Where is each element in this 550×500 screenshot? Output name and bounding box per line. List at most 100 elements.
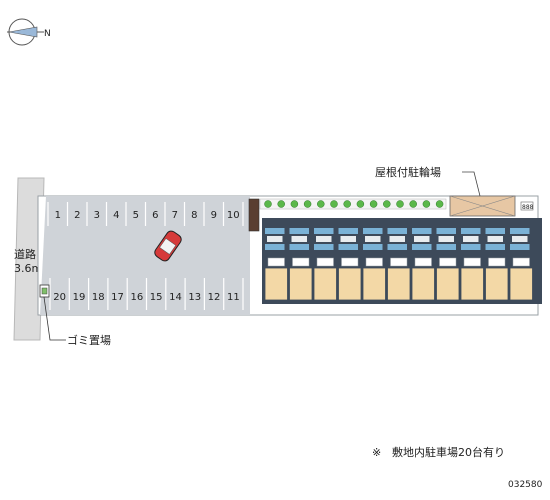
parking-stall-number: 11 <box>227 292 240 303</box>
parking-stall-number: 8 <box>191 210 197 221</box>
shrub-icon <box>356 200 365 208</box>
balcony <box>387 244 407 250</box>
road-width: 3.6m <box>14 262 42 275</box>
parking-stall-number: 17 <box>111 292 124 303</box>
shrub-icon <box>369 200 378 208</box>
shrub-icon <box>264 200 272 208</box>
unit-room <box>267 257 285 267</box>
parking-stall-number: 10 <box>227 210 240 221</box>
parking-stall-number: 15 <box>150 292 163 303</box>
unit-floorplan <box>289 267 313 301</box>
parking-note: 敷地内駐車場20台有り <box>392 445 505 459</box>
unit-floorplan <box>460 267 484 301</box>
shrub-icon <box>396 200 404 208</box>
unit-room <box>365 257 383 267</box>
balcony <box>314 244 334 250</box>
stair <box>291 236 307 242</box>
parking-stall-number: 1 <box>55 210 61 221</box>
stair <box>340 236 356 242</box>
parking-stall-number: 13 <box>188 292 201 303</box>
code-label: 032580 <box>508 480 543 490</box>
unit-room <box>512 257 530 267</box>
parking-stall-number: 14 <box>169 292 182 303</box>
shrub-icon <box>277 200 285 208</box>
balcony <box>265 228 285 234</box>
parking-stall-number: 7 <box>172 210 178 221</box>
parking-stall-number: 2 <box>74 210 80 221</box>
unit-room <box>292 257 310 267</box>
parking-stall-number: 6 <box>152 210 158 221</box>
unit-room <box>439 257 457 267</box>
stair <box>267 236 283 242</box>
unit-room <box>488 257 506 267</box>
unit-floorplan <box>338 267 362 301</box>
garbage-label: ゴミ置場 <box>67 333 111 347</box>
bike-parking: 888 屋根付駐輪場 <box>375 165 534 217</box>
gate <box>248 198 260 232</box>
balcony <box>485 228 505 234</box>
parking-stall-number: 3 <box>94 210 100 221</box>
road: 道路 3.6m <box>13 177 45 341</box>
shrub-icon <box>435 200 444 208</box>
unit-room <box>316 257 334 267</box>
balcony <box>412 228 432 234</box>
car-icon <box>154 230 182 262</box>
shrub-icon <box>330 200 338 208</box>
parking-stalls-top: 1 2 3 4 5 6 7 8 9 10 <box>47 202 244 226</box>
balcony <box>387 228 407 234</box>
balcony <box>461 244 481 250</box>
balcony <box>289 228 309 234</box>
compass-north-label: N <box>44 29 51 39</box>
balcony <box>338 228 358 234</box>
shrub-icon <box>303 200 312 208</box>
hedge-row <box>259 198 447 210</box>
balcony <box>363 244 383 250</box>
balcony <box>314 228 334 234</box>
parking-stall-number: 9 <box>211 210 217 221</box>
parking-stall-number: 5 <box>133 210 139 221</box>
shrub-icon <box>317 200 325 208</box>
compass-icon: N <box>7 18 51 46</box>
balcony <box>265 244 285 250</box>
stair <box>316 236 332 242</box>
unit-floorplan <box>362 267 386 301</box>
apartment-building <box>262 218 542 304</box>
balcony <box>338 244 358 250</box>
bike-rack-mark: 888 <box>522 204 534 211</box>
balcony <box>510 228 530 234</box>
unit-floorplan <box>387 267 411 301</box>
stair <box>414 236 430 242</box>
stair <box>389 236 405 242</box>
road-name: 道路 <box>14 247 36 261</box>
note-mark: ※ <box>372 446 381 459</box>
balcony <box>510 244 530 250</box>
unit-room <box>414 257 432 267</box>
parking-stall-number: 19 <box>73 292 86 303</box>
unit-floorplan <box>264 267 288 301</box>
garbage-station: ゴミ置場 <box>39 284 111 347</box>
parking-stall-number: 20 <box>53 292 66 303</box>
unit-room <box>463 257 481 267</box>
stair <box>463 236 479 242</box>
stair <box>487 236 503 242</box>
balcony <box>412 244 432 250</box>
balcony <box>436 244 456 250</box>
balcony <box>436 228 456 234</box>
balcony <box>485 244 505 250</box>
shrub-icon <box>343 200 351 208</box>
shrub-icon <box>290 200 299 208</box>
unit-floorplan <box>411 267 435 301</box>
unit-room <box>390 257 408 267</box>
unit-floorplan <box>485 267 509 301</box>
unit-room <box>341 257 359 267</box>
stair <box>438 236 454 242</box>
bike-parking-label: 屋根付駐輪場 <box>375 165 441 179</box>
parking-stall-number: 4 <box>113 210 119 221</box>
parking-stall-number: 16 <box>130 292 143 303</box>
balcony <box>461 228 481 234</box>
stair <box>512 236 528 242</box>
shrub-icon <box>383 200 391 208</box>
